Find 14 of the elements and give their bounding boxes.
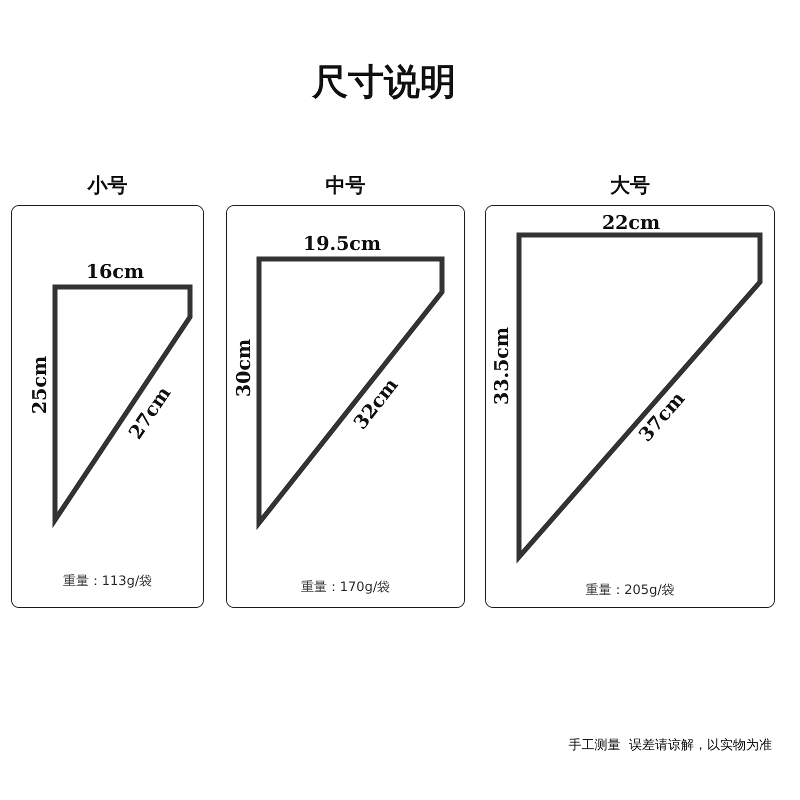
size-heading: 小号 [86, 172, 128, 199]
dimension-label: 22cm [602, 212, 660, 234]
note-text: 手工测量 误差请谅解，以实物为准 [568, 737, 772, 754]
dimension-label: 19.5cm [303, 233, 381, 255]
size-heading: 大号 [609, 172, 651, 199]
weight-text: 重量：205g/袋 [584, 582, 676, 599]
weight-text: 重量：170g/袋 [300, 579, 392, 596]
size-heading: 中号 [324, 172, 366, 199]
title: 尺寸说明 [310, 61, 457, 105]
dimension-label: 25cm [29, 356, 51, 414]
dimension-label: 33.5cm [491, 327, 513, 405]
dimension-label: 16cm [86, 261, 144, 283]
dimension-label: 30cm [233, 338, 255, 398]
weight-text: 重量：113g/袋 [62, 573, 154, 590]
